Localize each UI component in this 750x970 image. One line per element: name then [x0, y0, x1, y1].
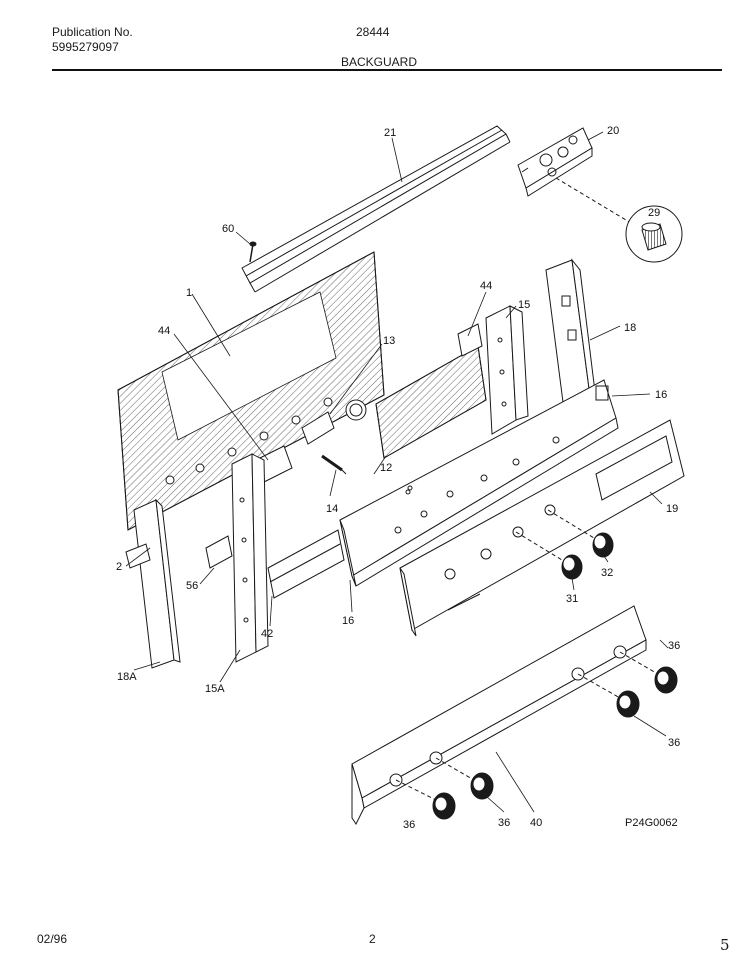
side-trim-left — [125, 498, 181, 669]
top-trim-strip — [241, 125, 511, 293]
knob-32 — [592, 532, 614, 558]
wire-harness-bracket — [255, 399, 367, 483]
callout-18A: 18A — [117, 671, 137, 683]
section-title: BACKGUARD — [341, 55, 418, 69]
callout-2: 2 — [116, 561, 122, 573]
callout-18: 18 — [624, 322, 636, 334]
callout-36-top: 36 — [668, 640, 680, 652]
callout-31: 31 — [566, 593, 578, 605]
front-glass-panel — [399, 419, 685, 637]
footer-page: 2 — [369, 932, 376, 946]
element-light — [321, 454, 347, 475]
callout-19: 19 — [666, 503, 678, 515]
callout-40: 40 — [530, 817, 542, 829]
side-trim-right — [545, 258, 597, 411]
leader-lines — [125, 131, 669, 819]
callout-44-left: 44 — [158, 325, 170, 337]
callout-36-left: 36 — [403, 819, 415, 831]
header-rule — [52, 69, 722, 71]
callout-13: 13 — [383, 335, 395, 347]
callout-36-middle: 36 — [498, 817, 510, 829]
publication-number: 5995279097 — [52, 40, 119, 54]
end-bracket-right — [485, 305, 529, 435]
inner-hatched-panel — [375, 323, 487, 459]
screw — [249, 241, 257, 263]
callout-32: 32 — [601, 567, 613, 579]
callout-15A: 15A — [205, 683, 225, 695]
model-number: 28444 — [356, 25, 390, 39]
knob-detail-circle — [625, 205, 683, 263]
control-panel — [339, 379, 619, 587]
burner-knob-c — [470, 772, 494, 800]
clip-56 — [205, 535, 233, 569]
publication-label: Publication No. — [52, 25, 133, 39]
lower-channel — [267, 529, 345, 599]
callout-42: 42 — [261, 628, 273, 640]
callout-16-left: 16 — [342, 615, 354, 627]
corner-mark: 5 — [720, 936, 730, 954]
callout-12: 12 — [380, 462, 392, 474]
knob-31 — [561, 554, 583, 580]
callout-21: 21 — [384, 127, 396, 139]
clock-timer — [517, 127, 593, 197]
callout-1: 1 — [186, 287, 192, 299]
callout-14: 14 — [326, 503, 338, 515]
callout-29: 29 — [648, 207, 660, 219]
footer-date: 02/96 — [37, 932, 68, 946]
callout-60: 60 — [222, 223, 234, 235]
burner-knob-a — [654, 666, 678, 694]
end-bracket-left — [231, 453, 269, 663]
callout-16-right: 16 — [655, 389, 667, 401]
burner-knob-d — [432, 792, 456, 820]
callout-56: 56 — [186, 580, 198, 592]
callout-20: 20 — [607, 125, 619, 137]
drawing-code: P24G0062 — [625, 817, 678, 829]
callout-44-right: 44 — [480, 280, 492, 292]
callout-36-right: 36 — [668, 737, 680, 749]
callout-15: 15 — [518, 299, 530, 311]
manifold-panel — [351, 605, 647, 825]
burner-knob-b — [616, 690, 640, 718]
backguard-panel — [117, 251, 385, 531]
